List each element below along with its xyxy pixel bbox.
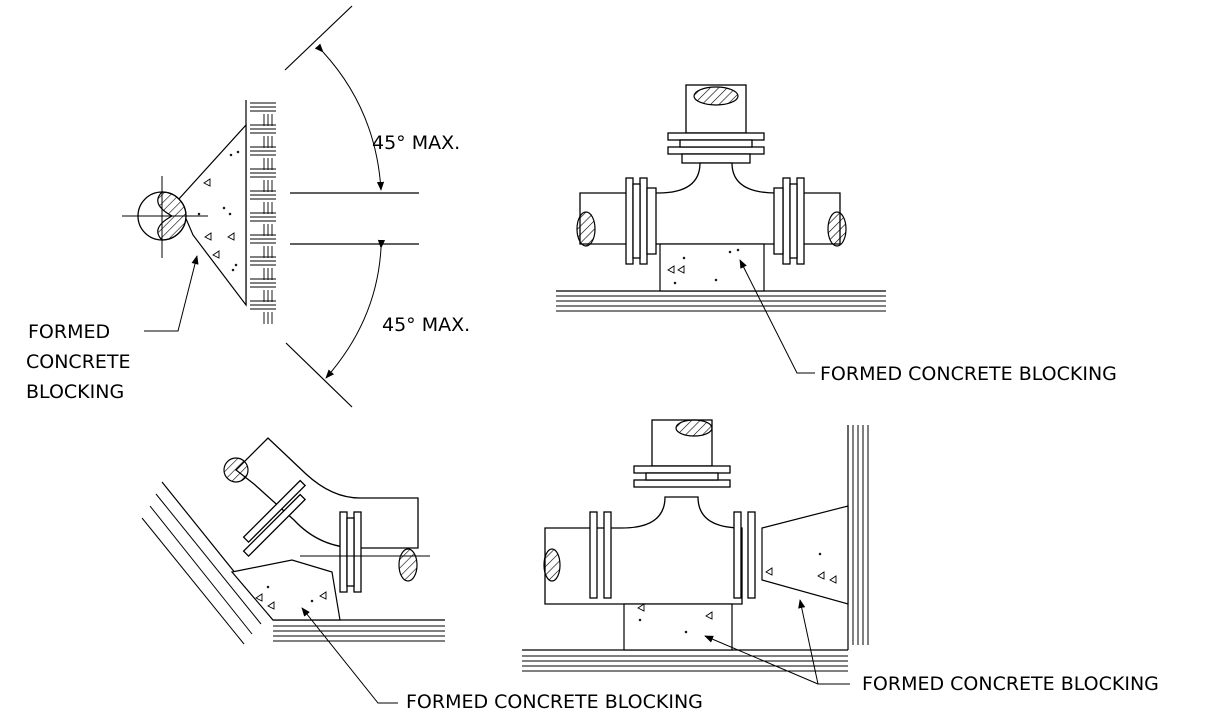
label-tee-top: FORMED CONCRETE BLOCKING <box>820 363 1117 385</box>
label-bend: FORMED CONCRETE BLOCKING <box>406 691 703 713</box>
angle-limit-upper <box>284 5 353 71</box>
leader-tee-top <box>739 259 815 374</box>
bend-pipe <box>235 437 419 549</box>
leader-bend <box>301 607 398 704</box>
pipe-section-plan <box>122 176 208 258</box>
label-tee-bottom: FORMED CONCRETE BLOCKING <box>862 673 1159 695</box>
ground-hatch-tee-top <box>556 290 886 312</box>
angle-label-lower: 45° MAX. <box>382 314 471 336</box>
angle-label-upper: 45° MAX. <box>372 132 461 154</box>
concrete-block-tee-bottom-ground <box>623 603 733 651</box>
concrete-block-tee-bottom-wall <box>761 505 849 605</box>
concrete-block-plan <box>177 123 247 307</box>
tee-detail-top <box>556 84 886 374</box>
bend-detail <box>141 437 445 704</box>
plan-detail <box>122 5 419 408</box>
angle-limit-lower <box>285 342 353 408</box>
concrete-aggregate <box>197 150 240 272</box>
label-concrete: CONCRETE <box>26 351 131 373</box>
branch-flange-1 <box>667 132 765 141</box>
label-formed: FORMED <box>28 321 111 343</box>
ground-hatch-tee-bottom <box>522 655 848 672</box>
angle-arc-lower <box>325 239 386 379</box>
concrete-block-bend <box>230 559 341 621</box>
wall-hatch-plan <box>245 100 276 324</box>
tee-detail-bottom <box>522 419 869 685</box>
branch-flange-2 <box>667 146 765 155</box>
label-blocking: BLOCKING <box>26 381 125 403</box>
tee-body-bottom <box>544 496 743 605</box>
leader-plan <box>144 255 199 332</box>
wall-hatch-tee-bottom <box>852 425 869 645</box>
angle-arc-upper <box>314 43 385 191</box>
ground-hatch-bend <box>141 493 445 645</box>
